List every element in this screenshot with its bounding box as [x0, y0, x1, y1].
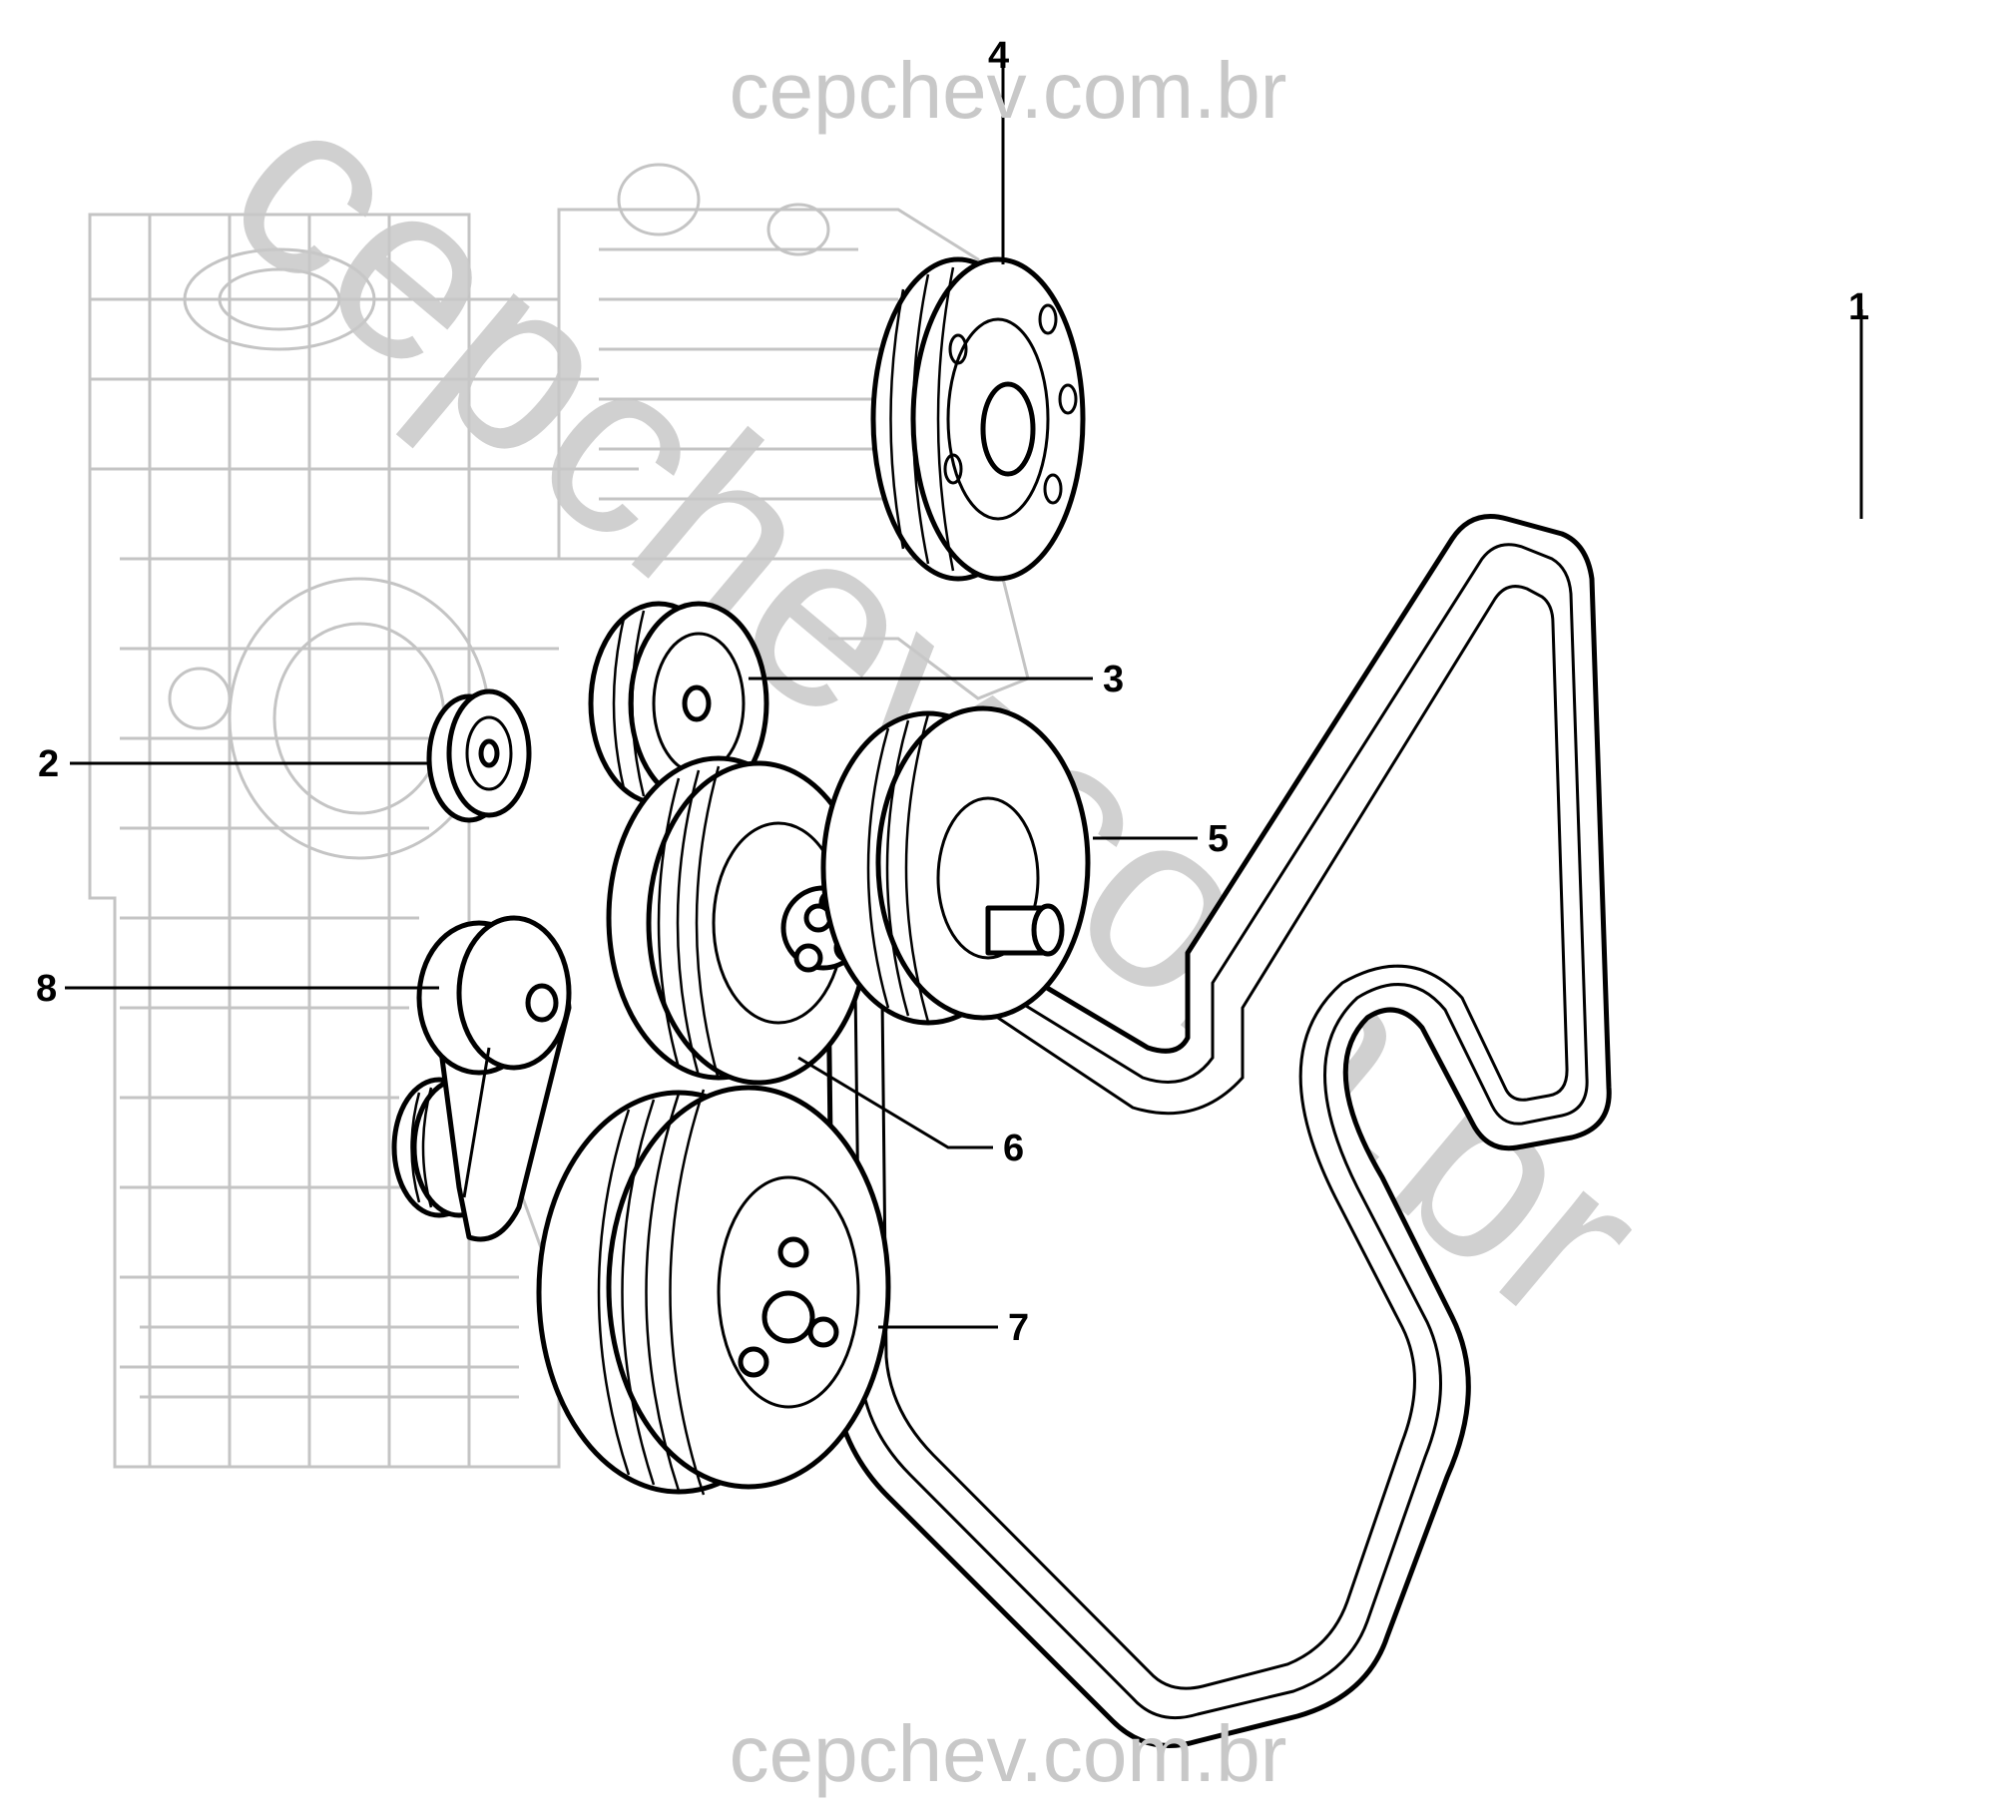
belt-tensioner — [391, 915, 572, 1242]
watermark-bottom: cepchev.com.br — [730, 1709, 1287, 1798]
crankshaft-pulley — [536, 1085, 891, 1496]
callout-2: 2 — [38, 743, 59, 785]
alternator-pulley — [820, 705, 1091, 1026]
leader-lines — [65, 65, 1863, 1329]
callout-7: 7 — [1008, 1307, 1029, 1349]
compressor-pulley — [870, 256, 1086, 582]
callout-8: 8 — [36, 968, 57, 1010]
watermark-top: cepchev.com.br — [730, 46, 1287, 135]
callout-1: 1 — [1848, 286, 1869, 328]
callout-5: 5 — [1208, 818, 1229, 860]
callout-labels: 4 1 3 2 5 8 6 7 — [36, 35, 1869, 1349]
callout-3: 3 — [1103, 659, 1124, 700]
callout-6: 6 — [1003, 1128, 1024, 1169]
idler-pulley-upper — [588, 601, 769, 806]
idler-pulley-small — [426, 688, 532, 823]
callout-4: 4 — [988, 35, 1009, 77]
